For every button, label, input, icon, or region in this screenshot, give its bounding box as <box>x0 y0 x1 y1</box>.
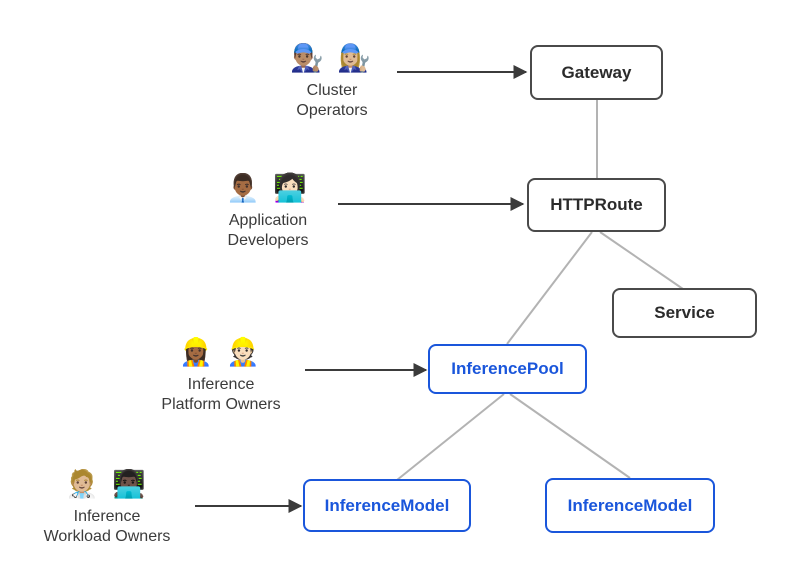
persona-label-line1: Application <box>228 212 308 229</box>
httproute-node: HTTPRoute <box>527 178 666 232</box>
persona-inference-platform-owners: 👷🏾‍♀️ 👷🏻 Inference Platform Owners <box>121 334 321 415</box>
inferencepool-node-label: InferencePool <box>451 359 564 378</box>
persona-label-line2: Operators <box>296 102 368 119</box>
inferencemodel-left-node: InferenceModel <box>303 479 471 532</box>
persona-label: Inference Workload Owners <box>7 507 207 547</box>
httproute-node-label: HTTPRoute <box>550 195 643 214</box>
persona-label: Application Developers <box>168 211 368 251</box>
persona-cluster-operators: 👨🏽‍🔧 👩🏼‍🔧 Cluster Operators <box>232 40 432 121</box>
persona-label-line2: Workload Owners <box>43 528 171 545</box>
persona-label-line1: Cluster <box>306 82 358 99</box>
gateway-node-label: Gateway <box>561 62 632 82</box>
edge-inferencepool-inferencemodel-right <box>509 393 631 479</box>
edge-httproute-inferencepool <box>506 231 593 345</box>
persona-label-line1: Inference <box>73 508 141 525</box>
persona-label-line2: Developers <box>227 232 309 249</box>
workload-owners-emoji: 🧑🏼‍⚕️ 👨🏿‍💻 <box>65 469 149 499</box>
persona-label: Inference Platform Owners <box>121 375 321 415</box>
service-node: Service <box>612 288 757 338</box>
edge-inferencepool-inferencemodel-left <box>396 393 505 481</box>
inferencemodel-right-node-label: InferenceModel <box>567 495 693 515</box>
construction-workers-emoji: 👷🏾‍♀️ 👷🏻 <box>179 337 263 367</box>
edge-httproute-service <box>599 231 684 290</box>
persona-label-line1: Inference <box>187 376 255 393</box>
inferencemodel-right-node: InferenceModel <box>545 478 715 533</box>
service-node-label: Service <box>654 303 715 322</box>
persona-label: Cluster Operators <box>232 81 432 121</box>
persona-application-developers: 👨🏾‍💼 👩🏻‍💻 Application Developers <box>168 170 368 251</box>
inferencemodel-left-node-label: InferenceModel <box>324 495 450 515</box>
inferencepool-node: InferencePool <box>428 344 587 394</box>
persona-inference-workload-owners: 🧑🏼‍⚕️ 👨🏿‍💻 Inference Workload Owners <box>7 466 207 547</box>
gateway-node: Gateway <box>530 45 663 100</box>
mechanics-emoji: 👨🏽‍🔧 👩🏼‍🔧 <box>290 43 374 73</box>
persona-label-line2: Platform Owners <box>161 396 281 413</box>
developers-emoji: 👨🏾‍💼 👩🏻‍💻 <box>226 173 310 203</box>
